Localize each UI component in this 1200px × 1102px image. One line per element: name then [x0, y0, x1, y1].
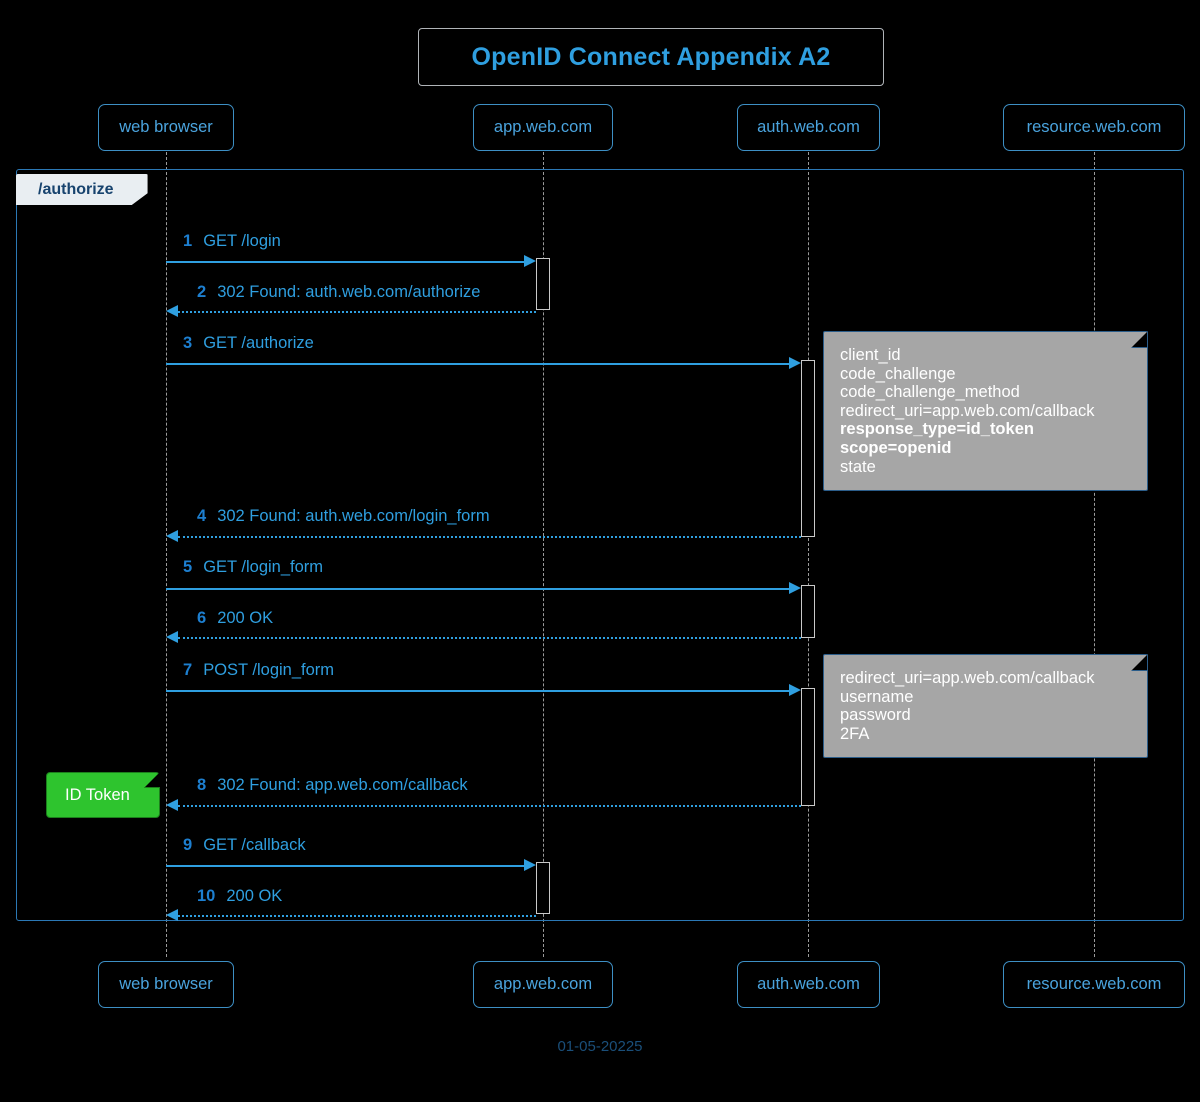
message-arrow-9: [166, 865, 531, 867]
activation-auth-3: [801, 688, 815, 806]
note-line: code_challenge_method: [840, 383, 1020, 402]
participant-top-auth[interactable]: auth.web.com: [737, 104, 880, 151]
group-label-text: /authorize: [38, 180, 114, 198]
arrow-head-1: [524, 255, 536, 267]
arrow-head-6: [166, 631, 178, 643]
note-line: username: [840, 687, 914, 706]
note-line: redirect_uri=app.web.com/callback: [840, 401, 1095, 420]
arrow-head-5: [789, 582, 801, 594]
participant-bottom-app[interactable]: app.web.com: [473, 961, 613, 1008]
note-fold-corner-icon: [1131, 331, 1148, 348]
message-label-4: 4 302 Found: auth.web.com/login_form: [197, 507, 490, 526]
message-arrow-10: [178, 915, 536, 917]
lifeline-resource: [1094, 152, 1095, 957]
message-arrow-1: [166, 261, 531, 263]
message-text: 302 Found: app.web.com/callback: [217, 776, 468, 794]
message-number: 7: [183, 661, 193, 679]
message-number: 5: [183, 558, 193, 576]
message-number: 4: [197, 507, 207, 525]
arrow-head-7: [789, 684, 801, 696]
message-label-7: 7 POST /login_form: [183, 661, 334, 680]
participant-top-resource[interactable]: resource.web.com: [1003, 104, 1185, 151]
diagram-title: OpenID Connect Appendix A2: [471, 42, 831, 71]
note-line: code_challenge: [840, 364, 956, 383]
participant-bottom-auth[interactable]: auth.web.com: [737, 961, 880, 1008]
arrow-head-3: [789, 357, 801, 369]
note-login-form-params: redirect_uri=app.web.com/callback userna…: [823, 654, 1148, 759]
message-arrow-3: [166, 363, 796, 365]
note-line: client_id: [840, 346, 901, 364]
message-number: 9: [183, 836, 193, 854]
message-text: 302 Found: auth.web.com/authorize: [217, 283, 481, 301]
message-number: 8: [197, 776, 207, 794]
note-line: response_type=id_token: [840, 420, 1034, 439]
participant-label: resource.web.com: [1026, 975, 1162, 993]
message-arrow-7: [166, 690, 796, 692]
message-text: GET /callback: [203, 836, 306, 854]
diagram-title-box: OpenID Connect Appendix A2: [418, 28, 884, 86]
message-label-1: 1 GET /login: [183, 232, 281, 251]
arrow-head-4: [166, 530, 178, 542]
note-line: scope=openid: [840, 438, 952, 457]
note-line: 2FA: [840, 724, 870, 743]
note-line: state: [840, 457, 876, 476]
participant-bottom-resource[interactable]: resource.web.com: [1003, 961, 1185, 1008]
arrow-head-2: [166, 305, 178, 317]
message-text: 302 Found: auth.web.com/login_form: [217, 507, 490, 525]
note-line: password: [840, 706, 911, 725]
participant-label: auth.web.com: [757, 975, 860, 993]
arrow-head-9: [524, 859, 536, 871]
participant-label: web browser: [119, 118, 213, 136]
note-authorize-params: client_id code_challenge code_challenge_…: [823, 331, 1148, 492]
message-arrow-4: [178, 536, 801, 538]
activation-app-1: [536, 258, 550, 310]
message-text: 200 OK: [226, 887, 283, 905]
message-label-9: 9 GET /callback: [183, 836, 306, 855]
message-arrow-5: [166, 588, 796, 590]
note-line: redirect_uri=app.web.com/callback: [840, 669, 1095, 687]
participant-label: auth.web.com: [757, 118, 860, 136]
message-label-8: 8 302 Found: app.web.com/callback: [197, 776, 468, 795]
lifeline-app: [543, 152, 544, 957]
activation-auth-2: [801, 585, 815, 638]
participant-label: app.web.com: [493, 118, 593, 136]
message-text: 200 OK: [217, 609, 274, 627]
arrow-head-8: [166, 799, 178, 811]
message-arrow-6: [178, 637, 801, 639]
message-number: 6: [197, 609, 207, 627]
lifeline-browser: [166, 152, 167, 957]
message-number: 10: [197, 887, 216, 905]
lifeline-auth: [808, 152, 809, 957]
message-number: 1: [183, 232, 193, 250]
participant-top-app[interactable]: app.web.com: [473, 104, 613, 151]
message-text: GET /authorize: [203, 334, 314, 352]
activation-auth-1: [801, 360, 815, 537]
message-arrow-8: [178, 805, 801, 807]
message-text: GET /login_form: [203, 558, 324, 576]
note-fold-corner-icon: [1131, 654, 1148, 671]
message-label-2: 2 302 Found: auth.web.com/authorize: [197, 283, 480, 302]
message-label-5: 5 GET /login_form: [183, 558, 323, 577]
group-frame-authorize: [16, 169, 1184, 921]
message-arrow-2: [178, 311, 536, 313]
participant-top-browser[interactable]: web browser: [98, 104, 234, 151]
note-id-token: ID Token: [46, 772, 160, 818]
message-text: POST /login_form: [203, 661, 335, 679]
participant-label: resource.web.com: [1026, 118, 1162, 136]
diagram-footer-date: 01-05-20225: [557, 1038, 643, 1055]
participant-label: app.web.com: [493, 975, 593, 993]
participant-label: web browser: [119, 975, 213, 993]
activation-app-2: [536, 862, 550, 914]
message-label-3: 3 GET /authorize: [183, 334, 314, 353]
arrow-head-10: [166, 909, 178, 921]
note-fold-corner-icon: [144, 772, 160, 788]
message-number: 2: [197, 283, 207, 301]
message-label-10: 10 200 OK: [197, 887, 282, 906]
participant-bottom-browser[interactable]: web browser: [98, 961, 234, 1008]
note-id-token-label: ID Token: [65, 785, 130, 804]
group-label-authorize: /authorize: [16, 174, 148, 205]
message-text: GET /login: [203, 232, 281, 250]
message-number: 3: [183, 334, 193, 352]
message-label-6: 6 200 OK: [197, 609, 273, 628]
